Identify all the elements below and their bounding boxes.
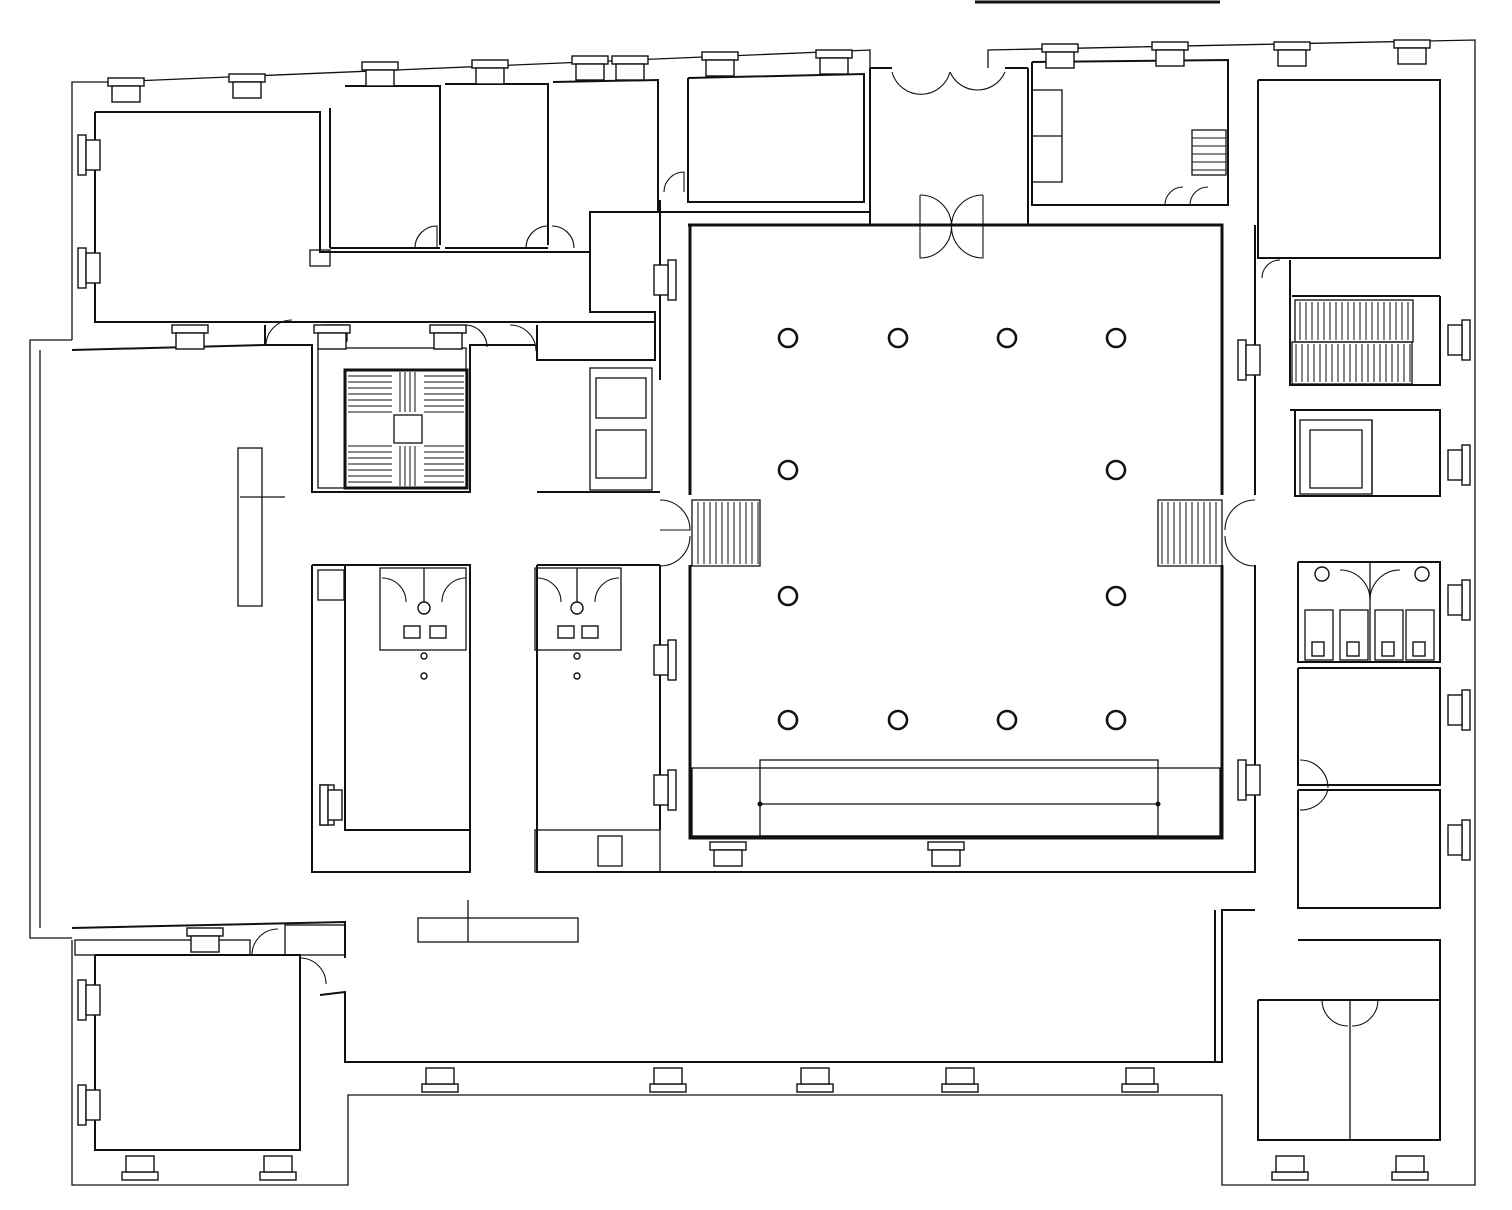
column <box>1105 327 1127 349</box>
window-niche <box>1447 819 1471 861</box>
room-top-left <box>94 108 656 323</box>
office-top-right <box>1031 58 1229 206</box>
window-niche <box>927 841 965 867</box>
window-niche <box>77 134 101 176</box>
top-offices <box>309 78 659 267</box>
window-niche <box>1391 1155 1429 1181</box>
hall-stair-right <box>1157 499 1256 567</box>
small-stair <box>1191 129 1227 176</box>
stair-core-left <box>264 319 537 493</box>
lift-core <box>536 322 660 493</box>
display-panels <box>237 447 579 943</box>
window-niche <box>171 324 209 350</box>
hall-stair-left <box>659 499 761 567</box>
toilet-block-1 <box>311 564 471 873</box>
window-niches <box>77 39 1471 1181</box>
window-niche <box>121 1155 159 1181</box>
column <box>777 585 799 607</box>
entrance-vestibule <box>869 67 1029 259</box>
window-niche <box>1393 39 1431 65</box>
window-niche <box>1121 1067 1159 1093</box>
bottom-corridor <box>319 909 1255 1063</box>
stage-platform <box>691 767 1221 837</box>
outer-wall <box>29 39 1476 1186</box>
window-niche <box>653 639 677 681</box>
window-niche <box>1151 41 1189 67</box>
hall-columns <box>777 327 1127 731</box>
window-niche <box>313 324 351 350</box>
column <box>1105 459 1127 481</box>
window-niche <box>611 55 649 81</box>
window-niche <box>228 73 266 99</box>
window-niche <box>701 51 739 77</box>
window-niche <box>1271 1155 1309 1181</box>
office-top-center <box>660 72 871 225</box>
room-bottom-left <box>74 924 346 1151</box>
column <box>777 327 799 349</box>
window-niche <box>429 324 467 350</box>
window-niche <box>1237 339 1261 381</box>
window-niche <box>815 49 853 75</box>
column <box>996 327 1018 349</box>
window-niche <box>1237 759 1261 801</box>
window-niche <box>186 927 224 953</box>
window-niche <box>471 59 509 85</box>
window-niche <box>77 1084 101 1126</box>
window-niche <box>259 1155 297 1181</box>
toilet-block-2 <box>534 564 661 873</box>
column <box>996 709 1018 731</box>
window-niche <box>796 1067 834 1093</box>
column <box>1105 709 1127 731</box>
window-niche <box>649 1067 687 1093</box>
window-niche <box>653 769 677 811</box>
window-niche <box>1041 43 1079 69</box>
window-niche <box>1447 319 1471 361</box>
window-niche <box>653 259 677 301</box>
window-niche <box>1273 41 1311 67</box>
column <box>1105 585 1127 607</box>
column <box>887 709 909 731</box>
column <box>777 459 799 481</box>
main-hall <box>536 200 1256 873</box>
window-niche <box>571 55 609 81</box>
window-niche <box>77 247 101 289</box>
entry-door-swing <box>891 71 951 95</box>
window-niche <box>319 784 343 826</box>
stage-edge <box>759 759 1159 837</box>
window-niche <box>1447 444 1471 486</box>
room-far-top-right <box>1257 79 1441 279</box>
left-gallery <box>71 344 346 958</box>
column <box>777 709 799 731</box>
window-niche <box>421 1067 459 1093</box>
window-niche <box>1447 579 1471 621</box>
window-niche <box>361 61 399 87</box>
right-wing <box>1257 260 1441 1141</box>
column <box>887 327 909 349</box>
window-niche <box>709 841 747 867</box>
window-niche <box>77 979 101 1021</box>
window-niche <box>1447 689 1471 731</box>
window-niche <box>941 1067 979 1093</box>
window-niche <box>107 77 145 103</box>
